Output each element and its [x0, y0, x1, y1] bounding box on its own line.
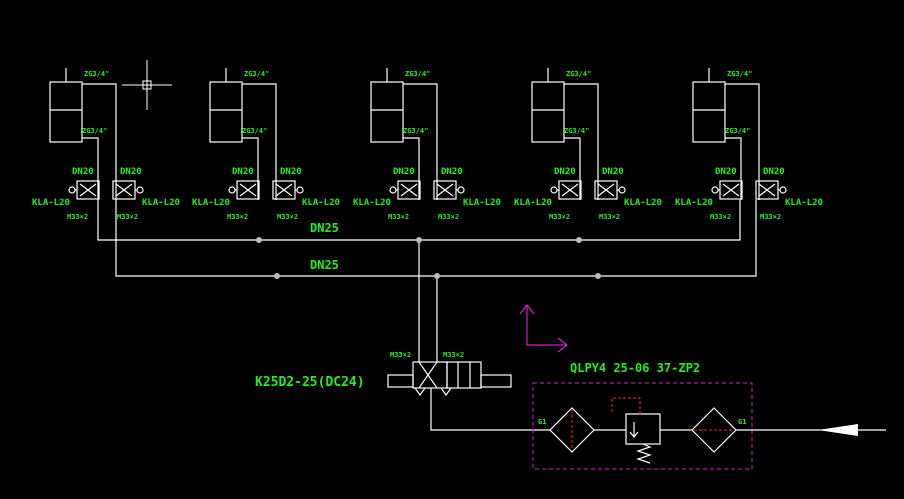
- left-valve-model-label: KLA-L20: [675, 198, 713, 208]
- cylinder-bottom-port-label: ZG3/4": [564, 127, 589, 135]
- pilot-check-valve-icon: [594, 180, 626, 200]
- left-valve-model-label: KLA-L20: [32, 198, 70, 208]
- right-valve-dn-label: DN20: [602, 167, 624, 177]
- right-valve-model-label: KLA-L20: [142, 198, 180, 208]
- pilot-check-valve-icon: [433, 180, 465, 200]
- left-valve-thread-label: M33×2: [710, 213, 731, 221]
- cylinder-bottom-port-label: ZG3/4": [403, 127, 428, 135]
- left-valve-model-label: KLA-L20: [192, 198, 230, 208]
- right-valve-thread-label: M33×2: [117, 213, 138, 221]
- pilot-check-valve-icon: [389, 180, 421, 200]
- regulator-icon: [625, 413, 661, 445]
- right-valve-model-label: KLA-L20: [785, 198, 823, 208]
- right-valve-dn-label: DN20: [280, 167, 302, 177]
- pilot-check-valve-icon: [272, 180, 304, 200]
- cylinder-icon: [692, 68, 726, 143]
- left-valve-dn-label: DN20: [715, 167, 737, 177]
- pilot-check-valve-icon: [755, 180, 787, 200]
- cylinder-bottom-port-label: ZG3/4": [725, 127, 750, 135]
- cylinder-top-port-label: ZG3/4": [244, 70, 269, 78]
- cylinder-top-port-label: ZG3/4": [566, 70, 591, 78]
- pilot-check-valve-icon: [112, 180, 144, 200]
- right-valve-dn-label: DN20: [763, 167, 785, 177]
- frl-model-label: QLPY4 25-06 37-ZP2: [570, 361, 700, 375]
- right-valve-model-label: KLA-L20: [463, 198, 501, 208]
- pilot-check-valve-icon: [228, 180, 260, 200]
- regulator-pilot-line: [611, 397, 641, 414]
- right-valve-model-label: KLA-L20: [302, 198, 340, 208]
- right-valve-thread-label: M33×2: [760, 213, 781, 221]
- lower-header-pipe: [115, 200, 757, 277]
- ucs-axis-icon: [519, 304, 568, 353]
- upper-header-label: DN25: [310, 221, 339, 235]
- left-valve-thread-label: M33×2: [67, 213, 88, 221]
- air-inlet: [736, 424, 886, 436]
- cylinder-icon: [209, 68, 243, 143]
- right-valve-thread-label: M33×2: [599, 213, 620, 221]
- solenoid-valve: M33×2 M33×2 K25D2-25(DC24): [255, 351, 512, 397]
- frl-left-port: G1: [538, 418, 546, 426]
- lower-header-label: DN25: [310, 258, 339, 272]
- frl-box: [532, 382, 753, 470]
- pilot-check-valve-icon: [68, 180, 100, 200]
- right-valve-model-label: KLA-L20: [624, 198, 662, 208]
- regulator-spring-icon: [636, 443, 652, 464]
- right-valve-dn-label: DN20: [120, 167, 142, 177]
- supply-line: [430, 388, 550, 431]
- junction-dots: [256, 237, 601, 279]
- cylinder-bottom-port-label: ZG3/4": [242, 127, 267, 135]
- crosshair-cursor-icon: [122, 60, 172, 110]
- right-valve-thread-label: M33×2: [438, 213, 459, 221]
- left-valve-dn-label: DN20: [554, 167, 576, 177]
- cylinder-icon: [49, 68, 83, 143]
- left-valve-dn-label: DN20: [232, 167, 254, 177]
- solenoid-right-port: M33×2: [443, 351, 464, 359]
- left-valve-model-label: KLA-L20: [514, 198, 552, 208]
- right-valve-dn-label: DN20: [441, 167, 463, 177]
- left-valve-dn-label: DN20: [72, 167, 94, 177]
- frl-unit: QLPY4 25-06 37-ZP2 G1 G1: [532, 361, 753, 470]
- cylinder-top-port-label: ZG3/4": [727, 70, 752, 78]
- cylinder-top-port-label: ZG3/4": [405, 70, 430, 78]
- frl-right-port: G1: [738, 418, 746, 426]
- left-valve-model-label: KLA-L20: [353, 198, 391, 208]
- cylinder-top-port-label: ZG3/4": [84, 70, 109, 78]
- cylinder-icon: [531, 68, 565, 143]
- feed-lines: [418, 240, 438, 360]
- left-valve-thread-label: M33×2: [549, 213, 570, 221]
- pilot-check-valve-icon: [550, 180, 582, 200]
- right-valve-thread-label: M33×2: [277, 213, 298, 221]
- pilot-check-valve-icon: [711, 180, 743, 200]
- inlet-arrow-icon: [818, 424, 858, 436]
- solenoid-left-port: M33×2: [390, 351, 411, 359]
- solenoid-model-label: K25D2-25(DC24): [255, 375, 365, 390]
- left-valve-dn-label: DN20: [393, 167, 415, 177]
- left-valve-thread-label: M33×2: [227, 213, 248, 221]
- left-valve-thread-label: M33×2: [388, 213, 409, 221]
- cylinder-icon: [370, 68, 404, 143]
- cylinder-bottom-port-label: ZG3/4": [82, 127, 107, 135]
